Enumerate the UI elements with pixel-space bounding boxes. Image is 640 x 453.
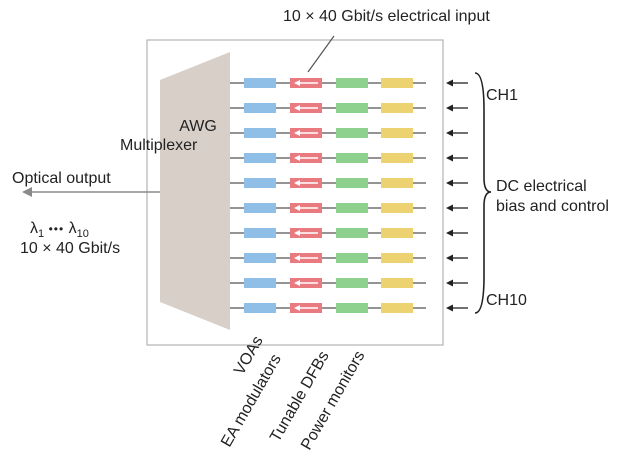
bias-arrow-head bbox=[446, 279, 453, 287]
ea-arrow-head bbox=[294, 105, 300, 111]
lambda-dots: ••• bbox=[48, 222, 65, 236]
channel-rows bbox=[230, 78, 468, 313]
ea-arrow-head bbox=[294, 130, 300, 136]
channel-row bbox=[230, 78, 468, 88]
dfb-block bbox=[336, 203, 368, 213]
dfb-block bbox=[336, 103, 368, 113]
channel-row bbox=[230, 253, 468, 263]
dfb-block bbox=[336, 253, 368, 263]
bias-arrow-head bbox=[446, 304, 453, 312]
dfb-block bbox=[336, 178, 368, 188]
awg-label-line2: Multiplexer bbox=[120, 137, 198, 154]
lambda-symbol: λ bbox=[30, 220, 38, 237]
voa-block bbox=[244, 228, 276, 238]
bias-label-line2: bias and control bbox=[496, 198, 609, 215]
voa-block bbox=[244, 203, 276, 213]
wavelength-range: λ1 ••• λ10 bbox=[30, 220, 89, 240]
channel-row bbox=[230, 103, 468, 113]
ea-arrow-head bbox=[294, 305, 300, 311]
power-monitor-block bbox=[381, 103, 413, 113]
dfb-block bbox=[336, 128, 368, 138]
bias-arrow-head bbox=[446, 79, 453, 87]
power-monitor-block bbox=[381, 153, 413, 163]
awg-multiplexer-shape bbox=[160, 52, 230, 330]
channel-row bbox=[230, 128, 468, 138]
ea-arrow-head bbox=[294, 155, 300, 161]
channel-row bbox=[230, 203, 468, 213]
ea-arrow-head bbox=[294, 180, 300, 186]
voa-block bbox=[244, 103, 276, 113]
electrical-input-label: 10 × 40 Gbit/s electrical input bbox=[283, 8, 490, 25]
output-rate-label: 10 × 40 Gbit/s bbox=[20, 240, 121, 257]
voa-block bbox=[244, 153, 276, 163]
bias-arrow-head bbox=[446, 104, 453, 112]
electrical-input-pointer bbox=[307, 35, 335, 73]
dfb-block bbox=[336, 303, 368, 313]
ea-arrow-head bbox=[294, 205, 300, 211]
dfb-block bbox=[336, 78, 368, 88]
voa-block bbox=[244, 178, 276, 188]
power-monitor-block bbox=[381, 278, 413, 288]
optical-output-label: Optical output bbox=[12, 170, 111, 187]
bias-label-line1: DC electrical bbox=[496, 178, 587, 195]
channel-row bbox=[230, 153, 468, 163]
bias-arrow-head bbox=[446, 254, 453, 262]
channel-row bbox=[230, 278, 468, 288]
ea-arrow-head bbox=[294, 255, 300, 261]
lambda-last-index: 10 bbox=[76, 228, 89, 241]
awg-label-line1: AWG bbox=[179, 118, 217, 135]
lambda-first-index: 1 bbox=[38, 228, 45, 241]
power-monitor-block bbox=[381, 178, 413, 188]
channel-row bbox=[230, 228, 468, 238]
optical-output-arrowhead bbox=[22, 187, 32, 197]
channel-row bbox=[230, 178, 468, 188]
voa-block bbox=[244, 303, 276, 313]
bias-arrow-head bbox=[446, 154, 453, 162]
lambda-symbol-last: λ bbox=[68, 220, 77, 237]
power-monitor-block bbox=[381, 253, 413, 263]
ea-arrow-head bbox=[294, 80, 300, 86]
channel-brace bbox=[474, 72, 492, 314]
power-monitor-block bbox=[381, 203, 413, 213]
ch10-label: CH10 bbox=[486, 292, 527, 309]
voa-block bbox=[244, 128, 276, 138]
voa-block bbox=[244, 278, 276, 288]
bias-arrow-head bbox=[446, 179, 453, 187]
power-monitor-block bbox=[381, 228, 413, 238]
ch1-label: CH1 bbox=[486, 87, 519, 104]
bias-arrow-head bbox=[446, 129, 453, 137]
dfb-block bbox=[336, 278, 368, 288]
power-monitor-block bbox=[381, 78, 413, 88]
power-monitor-block bbox=[381, 128, 413, 138]
voa-block bbox=[244, 78, 276, 88]
bias-arrow-head bbox=[446, 229, 453, 237]
ea-arrow-head bbox=[294, 230, 300, 236]
dfb-block bbox=[336, 153, 368, 163]
dfb-block bbox=[336, 228, 368, 238]
ea-arrow-head bbox=[294, 280, 300, 286]
voa-block bbox=[244, 253, 276, 263]
power-monitor-block bbox=[381, 303, 413, 313]
channel-row bbox=[230, 303, 468, 313]
bias-arrow-head bbox=[446, 204, 453, 212]
